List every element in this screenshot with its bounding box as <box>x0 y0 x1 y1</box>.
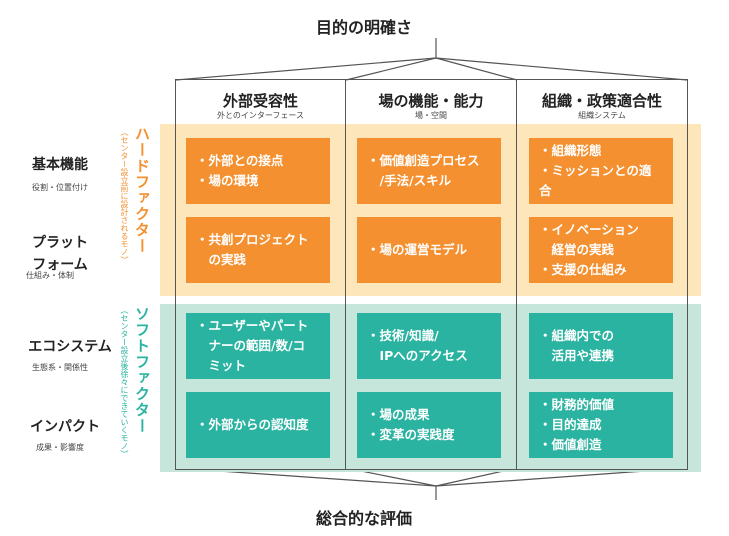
top-line-right <box>435 57 688 81</box>
top-line-mid-left <box>345 57 437 81</box>
row-label-impact: インパクト <box>30 419 100 435</box>
row-subtitle-impact: 成果・影響度 <box>36 443 84 452</box>
cell-item: ・場の環境 <box>196 173 259 188</box>
cell-ecosystem-external: ・ユーザーやパート ナーの範囲/数/コ ミット <box>186 313 330 379</box>
column-title-1: 場の機能・能力 <box>378 92 484 110</box>
column-title-0: 外部受容性 <box>222 92 298 110</box>
cell-item: /手法/スキル <box>367 173 452 188</box>
cell-item: の実践 <box>196 252 247 267</box>
cell-item: ・共創プロジェクト <box>196 232 309 247</box>
row-label-basic-function: 基本機能 <box>32 157 88 173</box>
cell-item: ・イノベーション <box>539 222 639 237</box>
cell-item: ・場の成果 <box>367 407 430 422</box>
column-title-2: 組織・政策適合性 <box>541 92 662 110</box>
cell-item: ・価値創造 <box>539 437 602 452</box>
cell-impact-organization: ・財務的価値 ・目的達成 ・価値創造 <box>529 392 673 458</box>
cell-item: ・外部との接点 <box>196 153 284 168</box>
top-line-mid-right <box>435 57 518 81</box>
cell-item: ・ミッションとの適合 <box>539 163 652 198</box>
cell-item: ・価値創造プロセス <box>367 153 480 168</box>
cell-platform-organization: ・イノベーション 経営の実践 ・支援の仕組み <box>529 217 673 283</box>
cell-item: ・外部からの認知度 <box>196 417 309 432</box>
cell-impact-function: ・場の成果 ・変革の実践度 <box>357 392 501 458</box>
row-label-ecosystem: エコシステム <box>28 339 112 355</box>
bottom-title: 総合的な評価 <box>315 509 412 528</box>
cell-item: ・財務的価値 <box>539 397 615 412</box>
column-subtitle-1: 場・空間 <box>415 111 447 120</box>
cell-basic-organization: ・組織形態 ・ミッションとの適合 <box>529 138 673 204</box>
cell-impact-external: ・外部からの認知度 <box>186 392 330 458</box>
cell-item: IPへのアクセス <box>367 348 468 363</box>
cell-item: ・場の運営モデル <box>367 242 468 257</box>
row-subtitle-ecosystem: 生態系・関係性 <box>32 363 88 372</box>
cell-ecosystem-function: ・技術/知識/ IPへのアクセス <box>357 313 501 379</box>
cell-platform-external: ・共創プロジェクト の実践 <box>186 217 330 283</box>
cell-item: ・組織形態 <box>539 143 602 158</box>
cell-item: 活用や連携 <box>539 348 615 363</box>
row-label-platform-line2: フォーム <box>32 257 88 273</box>
hard-factor-title: ハードファクター <box>133 126 151 254</box>
row-subtitle-basic-function: 役割・位置付け <box>32 183 88 192</box>
top-line-left <box>175 57 437 81</box>
soft-factor-subtitle: （センター設立後徐々にできていくモノ） <box>120 306 129 458</box>
cell-platform-function: ・場の運営モデル <box>357 217 501 283</box>
column-subtitle-2: 組織システム <box>578 111 626 120</box>
cell-item: 経営の実践 <box>539 242 615 257</box>
cell-item: ・支援の仕組み <box>539 262 627 277</box>
soft-factor-title: ソフトファクター <box>133 306 151 434</box>
cell-item: ミット <box>196 358 247 373</box>
row-subtitle-platform: 仕組み・体制 <box>26 271 74 280</box>
cell-item: ・ユーザーやパート <box>196 318 309 333</box>
cell-item: ナーの範囲/数/コ <box>196 338 306 353</box>
cell-item: ・目的達成 <box>539 417 602 432</box>
row-label-platform-line1: プラット <box>32 235 88 251</box>
cell-item: ・技術/知識/ <box>367 328 439 343</box>
cell-item: ・組織内での <box>539 328 615 343</box>
cell-basic-function: ・価値創造プロセス /手法/スキル <box>357 138 501 204</box>
hard-factor-subtitle: （センター設立前に設計されるモノ） <box>120 128 129 264</box>
column-subtitle-0: 外とのインターフェース <box>216 111 305 120</box>
cell-ecosystem-organization: ・組織内での 活用や連携 <box>529 313 673 379</box>
top-title: 目的の明確さ <box>315 18 412 37</box>
column-frame-organization <box>516 79 688 470</box>
cell-basic-external: ・外部との接点 ・場の環境 <box>186 138 330 204</box>
cell-item: ・変革の実践度 <box>367 427 455 442</box>
